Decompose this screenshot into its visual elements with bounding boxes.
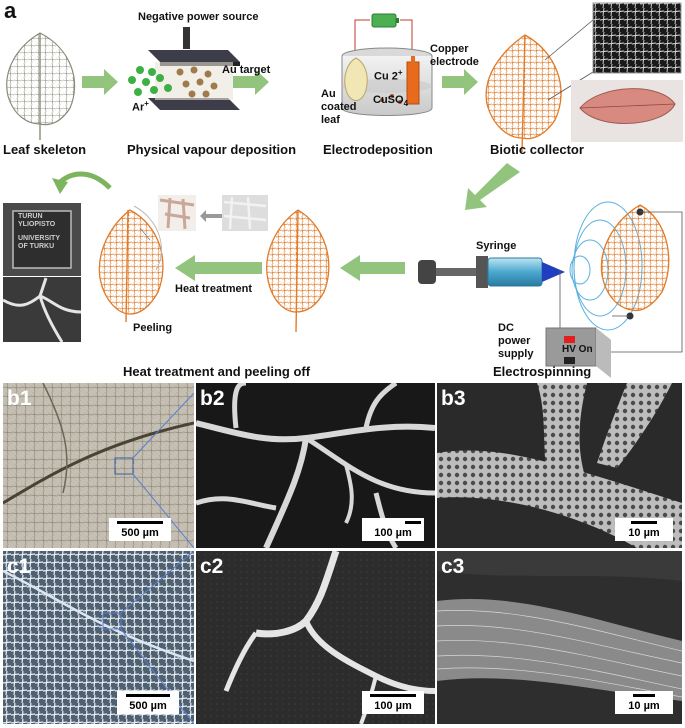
photo-inset-leaf	[571, 80, 683, 142]
biotic-collector-leaf	[485, 34, 562, 153]
panel-b2: b2 100 µm	[196, 383, 435, 548]
panel-b1-letter: b1	[7, 387, 32, 410]
arrow-1	[82, 69, 118, 95]
electrodeposition-cell	[341, 13, 433, 116]
heat-peeling-caption: Heat treatment and peeling off	[123, 364, 311, 379]
panel-c1-letter: c1	[7, 555, 31, 578]
arrow-4	[465, 163, 520, 210]
cu-ion-label: Cu 2+	[374, 68, 403, 83]
peeling-label: Peeling	[133, 322, 173, 334]
pvd-caption: Physical vapour deposition	[127, 142, 297, 157]
ar-label: Ar+	[132, 99, 149, 114]
negative-power-label: Negative power source	[138, 11, 259, 23]
arrow-5	[340, 255, 405, 281]
panel-b3-scale-text: 10 µm	[628, 527, 660, 539]
panel-b2-letter: b2	[200, 387, 225, 410]
panel-c2-scale-text: 100 µm	[374, 700, 412, 712]
au-target-label: Au target	[222, 64, 271, 76]
panel-a: a Negative power source Au target Ar+ Co…	[2, 0, 683, 379]
coated-leaf	[266, 209, 330, 333]
leaf-skeleton-illustration	[6, 32, 76, 140]
panel-b1-scale-text: 500 µm	[121, 527, 159, 539]
biotic-collector-caption: Biotic collector	[490, 142, 584, 157]
arrow-6	[175, 255, 262, 281]
panel-c3-letter: c3	[441, 555, 465, 578]
electrospinning-setup	[418, 201, 683, 378]
panel-b1: b1 500 µm	[3, 383, 194, 548]
panel-c3-scale: 10 µm	[615, 691, 673, 714]
peeling-leaf	[98, 205, 164, 323]
curved-arrow	[56, 171, 112, 190]
panel-b3-scale: 10 µm	[615, 518, 673, 541]
panel-b3-letter: b3	[441, 387, 466, 410]
arrow-2	[233, 69, 269, 95]
arrow-3	[442, 69, 478, 95]
leaf-skeleton-caption: Leaf skeleton	[3, 142, 87, 157]
turku-line-3: UNIVERSITY	[18, 235, 61, 242]
turku-line-4: OF TURKU	[18, 243, 55, 250]
panel-c3-scale-text: 10 µm	[628, 700, 660, 712]
panel-a-letter: a	[4, 0, 17, 23]
heat-treatment-label: Heat treatment	[175, 283, 253, 295]
panel-c2-scale: 100 µm	[362, 691, 424, 714]
panel-c2: c2 100 µm	[196, 551, 435, 724]
turku-line-2: YLIOPISTO	[18, 221, 56, 228]
panel-c3: c3 10 µm	[437, 551, 682, 724]
panel-c1-scale-text: 500 µm	[129, 700, 167, 712]
pvd-chamber	[128, 27, 240, 110]
turku-sign-text: TURUN YLIOPISTO UNIVERSITY OF TURKU	[18, 213, 74, 251]
panel-b2-scale: 100 µm	[362, 518, 424, 541]
peeled-mesh-zoom	[158, 195, 268, 231]
hv-on-label: HV On	[562, 344, 593, 355]
panel-c2-letter: c2	[200, 555, 224, 578]
panel-b3: b3 10 µm	[437, 383, 682, 548]
panel-c1: c1 500 µm	[3, 551, 194, 724]
cuso4-label: CuSO4	[373, 94, 409, 109]
panel-c1-scale: 500 µm	[117, 691, 179, 714]
panel-b2-scale-text: 100 µm	[374, 527, 412, 539]
panel-a-illustration	[2, 2, 683, 378]
sem-inset-leaf	[592, 2, 682, 74]
electrodeposition-caption: Electrodeposition	[323, 142, 433, 157]
electrospinning-caption: Electrospinning	[493, 364, 592, 379]
panel-b1-scale: 500 µm	[109, 518, 171, 541]
turku-line-1: TURUN	[18, 213, 43, 220]
syringe-label: Syringe	[476, 240, 517, 252]
